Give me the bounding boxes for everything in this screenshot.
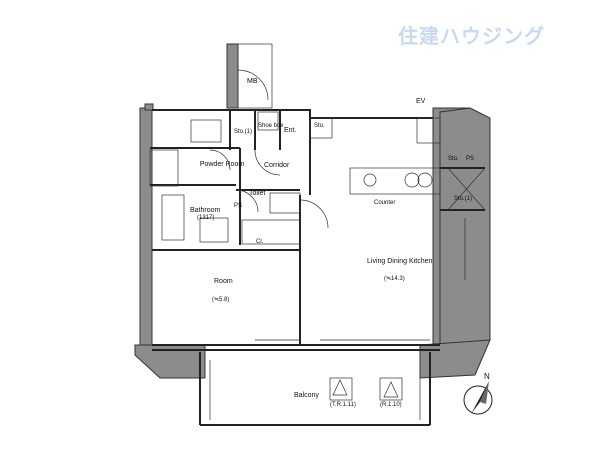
counter-label: Counter	[374, 200, 396, 206]
north-arrow-icon	[463, 381, 493, 415]
north-label: N	[484, 372, 490, 381]
ac-unit-left-label: (T.R.1.11)	[330, 402, 356, 408]
corridor-label: Corridor	[264, 162, 290, 169]
entrance-label: Ent.	[284, 127, 297, 134]
ps-left-label: PS	[234, 203, 243, 209]
storage-kitchen-label: Sto.	[448, 156, 459, 162]
room-label: Room	[214, 278, 233, 285]
closet-label: Cl.	[256, 239, 264, 245]
mb-label: MB	[247, 78, 258, 85]
outer-walls	[134, 43, 491, 379]
watermark-logo: 住建ハウジング	[398, 24, 545, 48]
powder-room-label: Powder Room	[199, 161, 245, 168]
interior-walls	[150, 109, 485, 426]
bathroom-size: (1317)	[197, 215, 215, 221]
plan-details	[149, 43, 486, 420]
toilet-label: Toilet	[249, 190, 266, 197]
ev-label: EV	[416, 98, 426, 105]
ldk-label: Living Dining Kitchen	[367, 258, 433, 265]
storage-label: Sto.	[314, 123, 325, 129]
bathroom-label: Bathroom	[190, 207, 221, 214]
room-size: (≒5.8)	[212, 297, 230, 303]
ac-unit-right-label: (R.1.10)	[380, 402, 402, 408]
ldk-size: (≒14.3)	[384, 276, 405, 282]
shoe-box-label: Shoe box	[258, 123, 284, 129]
storage-entrance-label: Sto.(1)	[234, 129, 253, 135]
ps-kitchen-label: PS	[466, 156, 475, 162]
balcony-label: Balcony	[294, 392, 319, 399]
storage1-kitchen-label: Sto.(1)	[454, 196, 473, 202]
